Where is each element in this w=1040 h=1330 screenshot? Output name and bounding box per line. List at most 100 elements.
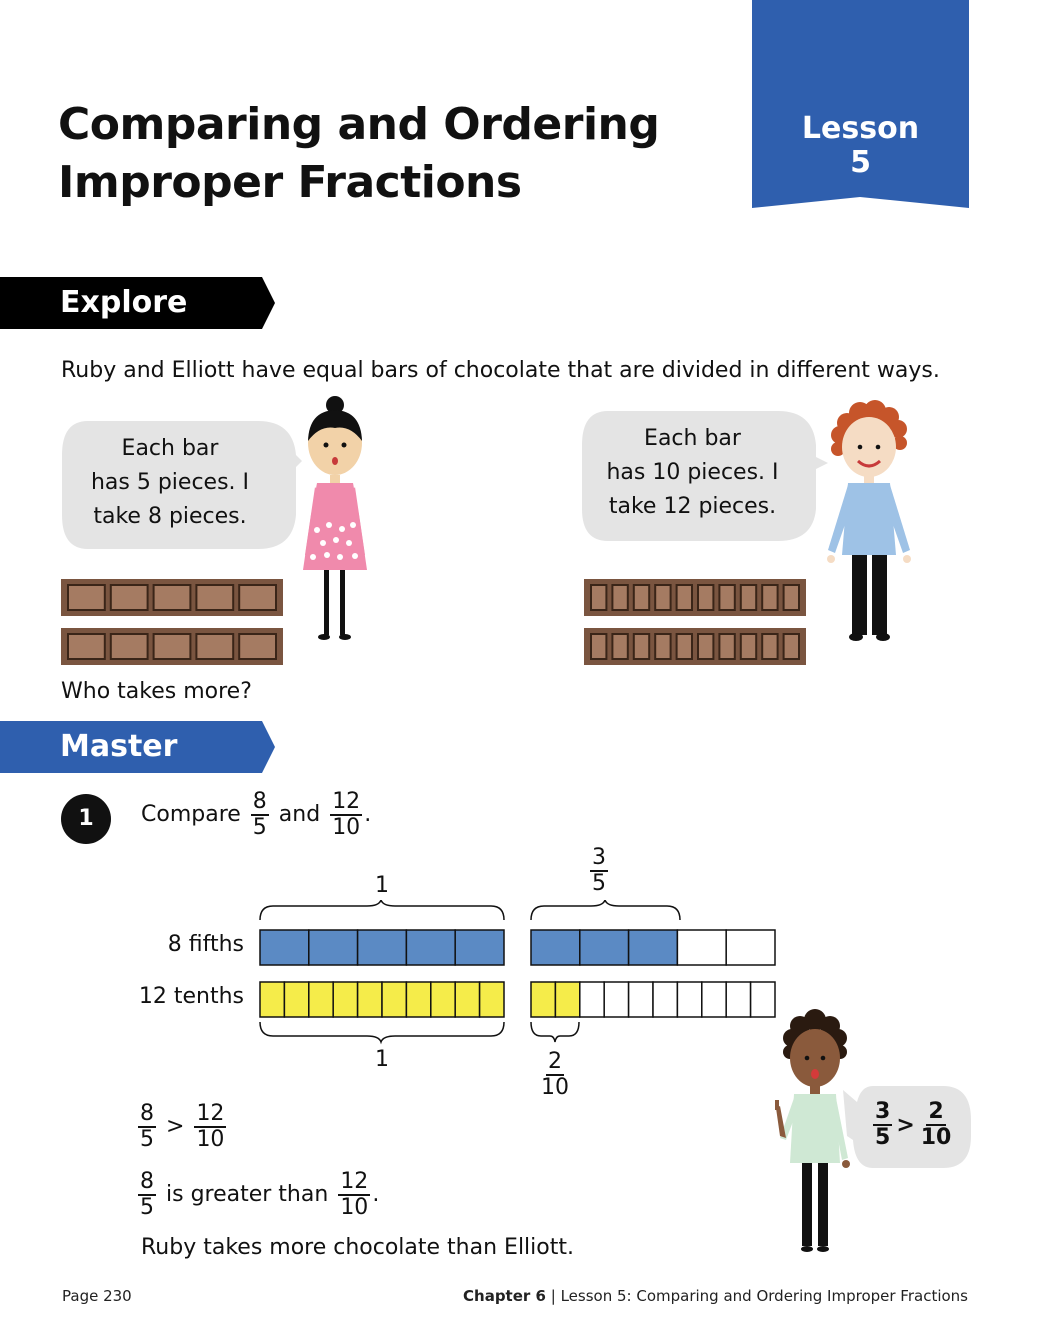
row1-whole-brace [259, 900, 505, 921]
row1-whole-label: 1 [375, 873, 389, 898]
explore-intro: Ruby and Elliott have equal bars of choc… [61, 358, 940, 383]
ruby-chocolate-bars [61, 579, 283, 665]
tenths-cell [676, 981, 703, 1018]
fraction-numerator: 8 [138, 1101, 156, 1128]
elliott-character-illustration [827, 400, 911, 641]
compare-word: Compare [141, 802, 241, 827]
ruby-bubble-text: Each bar has 5 pieces. I take 8 pieces. [70, 432, 270, 534]
boy-bubble-comparison: 3 5 > 2 10 [873, 1100, 953, 1150]
fifths-cell [308, 929, 359, 966]
fraction-numerator: 2 [926, 1099, 946, 1126]
item-number-badge: 1 [61, 794, 111, 844]
fraction-numerator: 12 [194, 1101, 227, 1128]
elliott-bubble-line-1: Each bar [644, 426, 741, 451]
fraction-denominator: 10 [332, 815, 361, 840]
elliott-chocolate-piece [782, 584, 801, 611]
fraction-8-5: 8 5 [138, 1170, 156, 1220]
row2-whole-brace [259, 1021, 505, 1045]
master-banner [0, 721, 275, 773]
fraction-bar-model [259, 900, 776, 1045]
fraction-12-10: 12 10 [338, 1170, 371, 1220]
elliott-chocolate-bars [584, 579, 806, 665]
fraction-denominator: 5 [592, 871, 606, 896]
elliott-chocolate-piece [632, 584, 651, 611]
lesson-number: 5 [850, 145, 871, 180]
elliott-bubble-text: Each bar has 10 pieces. I take 12 pieces… [590, 422, 795, 524]
footer-lesson-title: Lesson 5: Comparing and Ordering Imprope… [560, 1287, 968, 1305]
tenths-cell [701, 981, 727, 1018]
fraction-3-5: 3 5 [590, 846, 608, 896]
elliott-chocolate-piece [782, 633, 801, 660]
fraction-8-5: 8 5 [250, 790, 269, 840]
ruby-chocolate-piece [109, 633, 149, 660]
tenths-cell [283, 981, 310, 1018]
tenths-cell [652, 981, 679, 1018]
tenths-cell [454, 981, 481, 1018]
fraction-denominator: 5 [875, 1125, 891, 1150]
explore-banner [0, 277, 275, 329]
master-heading: Master [60, 729, 178, 764]
compare-prompt: Compare 8 5 and 12 10 . [141, 790, 371, 840]
fraction-numerator: 3 [590, 845, 608, 872]
fifths-cell [356, 929, 408, 966]
ruby-bar-pieces [61, 579, 283, 665]
elliott-chocolate-piece [611, 633, 629, 660]
elliott-chocolate-piece [739, 633, 758, 660]
fifths-cell [454, 929, 505, 966]
elliott-chocolate-piece [761, 633, 779, 660]
elliott-speech-bubble [582, 411, 828, 541]
page-title-line-2: Improper Fractions [58, 157, 522, 208]
ruby-bubble-line-2: has 5 pieces. I [90, 470, 250, 495]
fraction-8-5: 8 5 [138, 1102, 156, 1152]
period: . [364, 802, 372, 827]
fifths-cell [579, 929, 630, 966]
fraction-2-10: 2 10 [539, 1050, 571, 1100]
row2-whole-label: 1 [375, 1047, 389, 1072]
ruby-chocolate-piece [195, 633, 235, 660]
greater-than-text: is greater than [166, 1182, 329, 1207]
fraction-denominator: 5 [140, 1127, 154, 1152]
footer-chapter-info: Chapter 6 | Lesson 5: Comparing and Orde… [463, 1286, 968, 1306]
elliott-chocolate-piece [718, 584, 736, 611]
explore-heading: Explore [60, 285, 188, 320]
tenths-cell [308, 981, 334, 1018]
fraction-numerator: 2 [546, 1049, 564, 1076]
conclusion-text: Ruby takes more chocolate than Elliott. [141, 1235, 574, 1260]
ruby-chocolate-piece [67, 584, 106, 611]
fraction-numerator: 12 [330, 789, 363, 816]
fraction-denominator: 10 [340, 1195, 369, 1220]
row2-part-brace [530, 1021, 580, 1043]
elliott-chocolate-piece [654, 633, 672, 660]
comparison-sentence: 8 5 is greater than 12 10 . [138, 1170, 379, 1220]
comparison-statement: 8 5 > 12 10 [138, 1101, 227, 1152]
fraction-numerator: 3 [873, 1099, 893, 1126]
elliott-bubble-line-3: take 12 pieces. [608, 494, 777, 519]
tenths-cell [381, 981, 408, 1018]
page-number: Page 230 [62, 1287, 132, 1305]
ruby-speech-bubble [62, 421, 302, 549]
tenths-cell [259, 981, 286, 1018]
boy-speech-bubble [843, 1086, 971, 1168]
tenths-cell [749, 981, 776, 1018]
greater-than-symbol: > [896, 1112, 915, 1138]
tenths-cell [478, 981, 505, 1018]
fifths-cell [676, 929, 727, 966]
tenths-cell [579, 981, 605, 1018]
page-title-line-1: Comparing and Ordering [58, 99, 660, 150]
footer-separator: | [550, 1287, 556, 1305]
ruby-bubble-line-1: Each bar [121, 436, 219, 461]
fraction-numerator: 8 [138, 1169, 156, 1196]
fraction-3-5: 3 5 [873, 1099, 893, 1150]
tenths-cell [627, 981, 654, 1018]
row2-part-label: 2 10 [539, 1050, 571, 1100]
ruby-chocolate-piece [195, 584, 235, 611]
fifths-cell [627, 929, 679, 966]
and-word: and [278, 802, 321, 827]
fifths-cell [259, 929, 310, 966]
elliott-chocolate-piece [761, 584, 779, 611]
lesson-label: Lesson [801, 111, 920, 146]
ruby-character-illustration [303, 396, 367, 640]
page-title: Comparing and Ordering Improper Fraction… [58, 96, 738, 212]
period: . [372, 1182, 380, 1207]
ruby-chocolate-piece [238, 584, 277, 611]
